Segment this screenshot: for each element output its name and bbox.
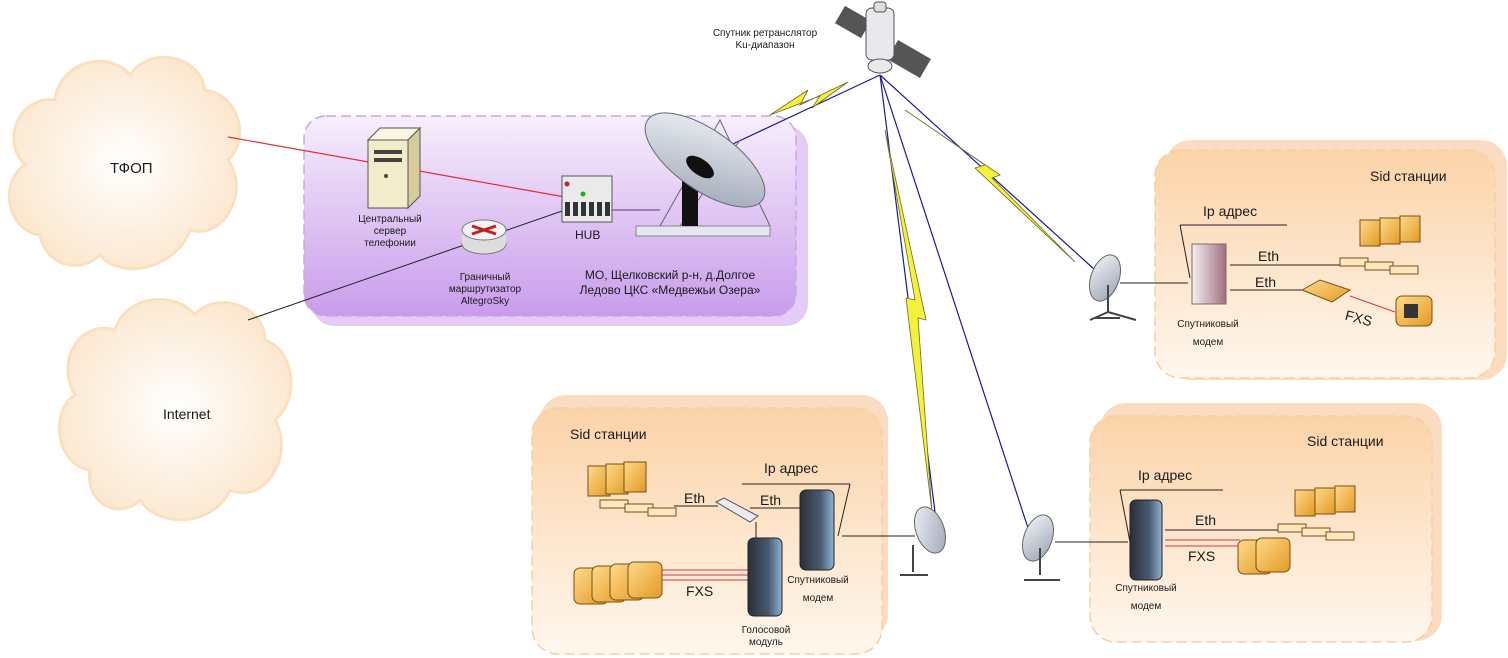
satellite-modem-icon (1191, 243, 1227, 305)
station-title: Sid станции (1370, 168, 1447, 184)
satellite-modem-icon (1129, 499, 1163, 581)
station-dish-icon (1088, 254, 1188, 321)
satellite-icon (835, 1, 931, 79)
station-right-top-equipment (1179, 215, 1433, 327)
internet-cloud-label: Internet (163, 406, 211, 422)
ip-address-label: Ip адрес (1138, 467, 1193, 483)
satellite-modem-icon (799, 489, 835, 571)
gateway-icon (1300, 279, 1352, 303)
satellite-label: Спутник ретранслятор Ku-диапазон (712, 28, 818, 51)
computers-icon (1339, 215, 1421, 275)
eth-label: Eth (684, 490, 706, 506)
pstn-cloud-label: ТФОП (110, 160, 153, 177)
eth-label: Eth (1195, 512, 1217, 528)
border-router-icon (461, 219, 507, 255)
hub-icon (561, 175, 613, 223)
satellite-modem-label: Спутниковый модем (1115, 583, 1177, 612)
station-title: Sid станции (570, 426, 647, 442)
station-title: Sid станции (1307, 433, 1384, 449)
hub-location-label: МО, Щелковский р-н, д.Долгое Ледово ЦКС … (579, 268, 761, 297)
station-dish-icon (1021, 514, 1128, 581)
eth-label: Eth (1258, 248, 1280, 264)
phones-icon (1237, 537, 1291, 575)
hub-dish-icon (635, 112, 771, 237)
station-dish-icon (842, 506, 947, 576)
station-bottom-center-equipment (573, 461, 851, 617)
satellite-modem-label: Спутниковый модем (1177, 319, 1239, 348)
satellite-modem-label: Спутниковый модем (787, 575, 849, 604)
internet-cloud (58, 298, 293, 522)
border-router-label: Граничный маршрутизатор AltegroSky (448, 272, 522, 307)
phone-icon (1395, 295, 1433, 327)
ip-address-label: Ip адрес (764, 460, 819, 476)
eth-label: Eth (760, 492, 782, 508)
voice-module-label: Голосовой модуль (741, 625, 791, 648)
phones-icon (573, 561, 663, 605)
pstn-cloud (8, 55, 242, 271)
station-bottom-right-equipment (1119, 485, 1356, 581)
voice-module-icon (747, 537, 783, 617)
fxs-label: FXS (686, 583, 714, 599)
computers-icon (587, 461, 677, 517)
telephony-server-label: Центральный сервер телефонии (358, 214, 422, 249)
eth-label: Eth (1255, 274, 1277, 290)
telephony-server-icon (366, 126, 422, 210)
internet-link (247, 209, 566, 321)
fxs-label: FXS (1188, 548, 1216, 564)
computers-icon (1277, 485, 1356, 541)
station-panel-bottom-right (1089, 403, 1442, 643)
switch-icon (714, 497, 759, 523)
hub-label: HUB (575, 228, 601, 242)
ip-address-label: Ip адрес (1203, 203, 1258, 219)
